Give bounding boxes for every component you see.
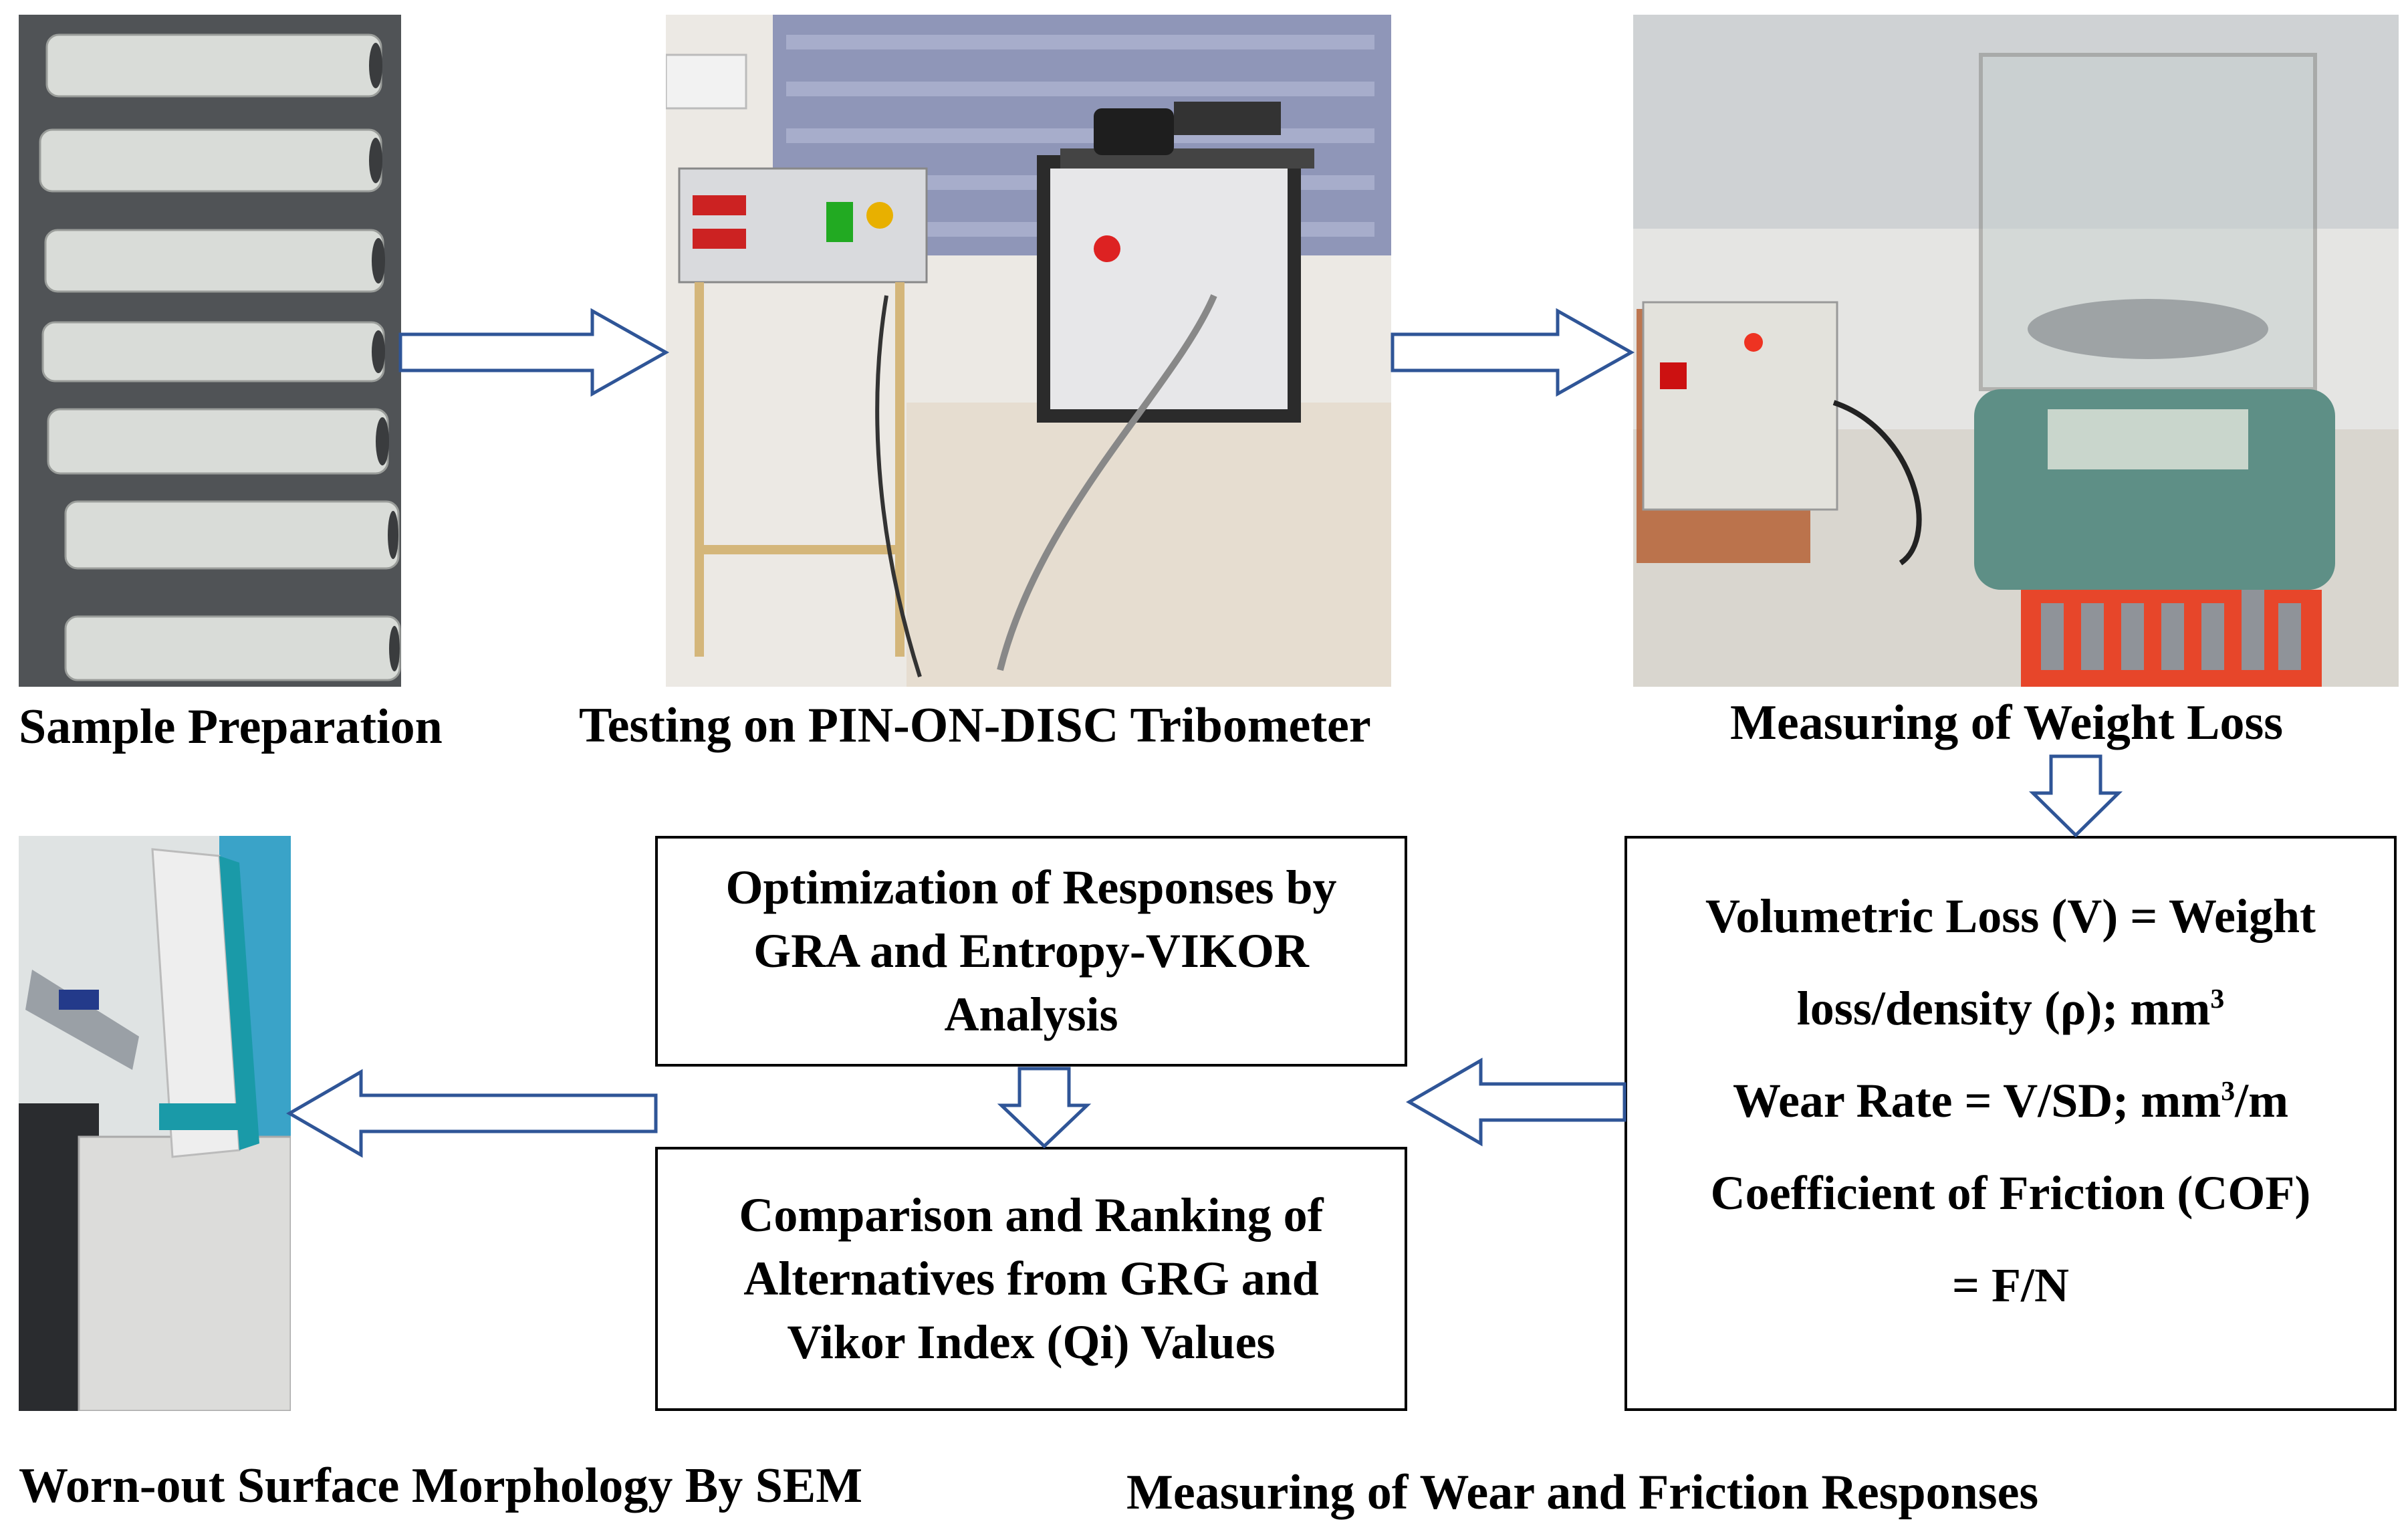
weighing-balance-photo — [1633, 15, 2399, 687]
tribometer-photo — [666, 15, 1391, 687]
arrow-down-icon — [997, 1067, 1092, 1149]
sem-microscope-photo — [19, 836, 291, 1411]
caption-sample-preparation: Sample Preparation — [19, 699, 443, 754]
comparison-line-1: Comparison and Ranking of — [739, 1188, 1324, 1242]
responses-line-cof: Coefficient of Friction (COF) — [1710, 1166, 2311, 1220]
responses-line-wear-rate: Wear Rate = V/SD; mm3/m — [1732, 1074, 2289, 1127]
arrow-right-icon — [398, 308, 670, 397]
caption-sem: Worn-out Surface Morphology By SEM — [19, 1458, 863, 1513]
responses-line-volumetric: Volumetric Loss (V) = Weight — [1705, 889, 2316, 943]
optimization-line-2: GRA and Entropy-VIKOR — [753, 923, 1309, 978]
caption-testing: Testing on PIN-ON-DISC Tribometer — [579, 698, 1371, 753]
responses-box: Volumetric Loss (V) = Weight loss/densit… — [1624, 836, 2397, 1411]
arrow-down-icon — [2028, 754, 2123, 838]
arrow-left-icon — [286, 1069, 658, 1158]
sample-rods-photo — [19, 15, 401, 687]
optimization-box: Optimization of Responses by GRA and Ent… — [655, 836, 1407, 1067]
responses-line-density: loss/density (ρ); mm3 — [1796, 982, 2225, 1035]
comparison-line-3: Vikor Index (Qi) Values — [787, 1315, 1276, 1369]
comparison-box: Comparison and Ranking of Alternatives f… — [655, 1147, 1407, 1411]
superscript: 3 — [2210, 984, 2225, 1014]
superscript: 3 — [2221, 1076, 2236, 1107]
optimization-line-3: Analysis — [944, 988, 1118, 1042]
caption-weight-loss: Measuring of Weight Loss — [1730, 695, 2284, 750]
caption-wear-friction: Measuring of Wear and Friction Responses — [1126, 1465, 2039, 1520]
optimization-line-1: Optimization of Responses by — [725, 860, 1337, 914]
arrow-left-icon — [1406, 1057, 1627, 1147]
comparison-line-2: Alternatives from GRG and — [743, 1251, 1319, 1305]
responses-line-fn: = F/N — [1951, 1258, 2069, 1312]
arrow-right-icon — [1391, 308, 1635, 397]
